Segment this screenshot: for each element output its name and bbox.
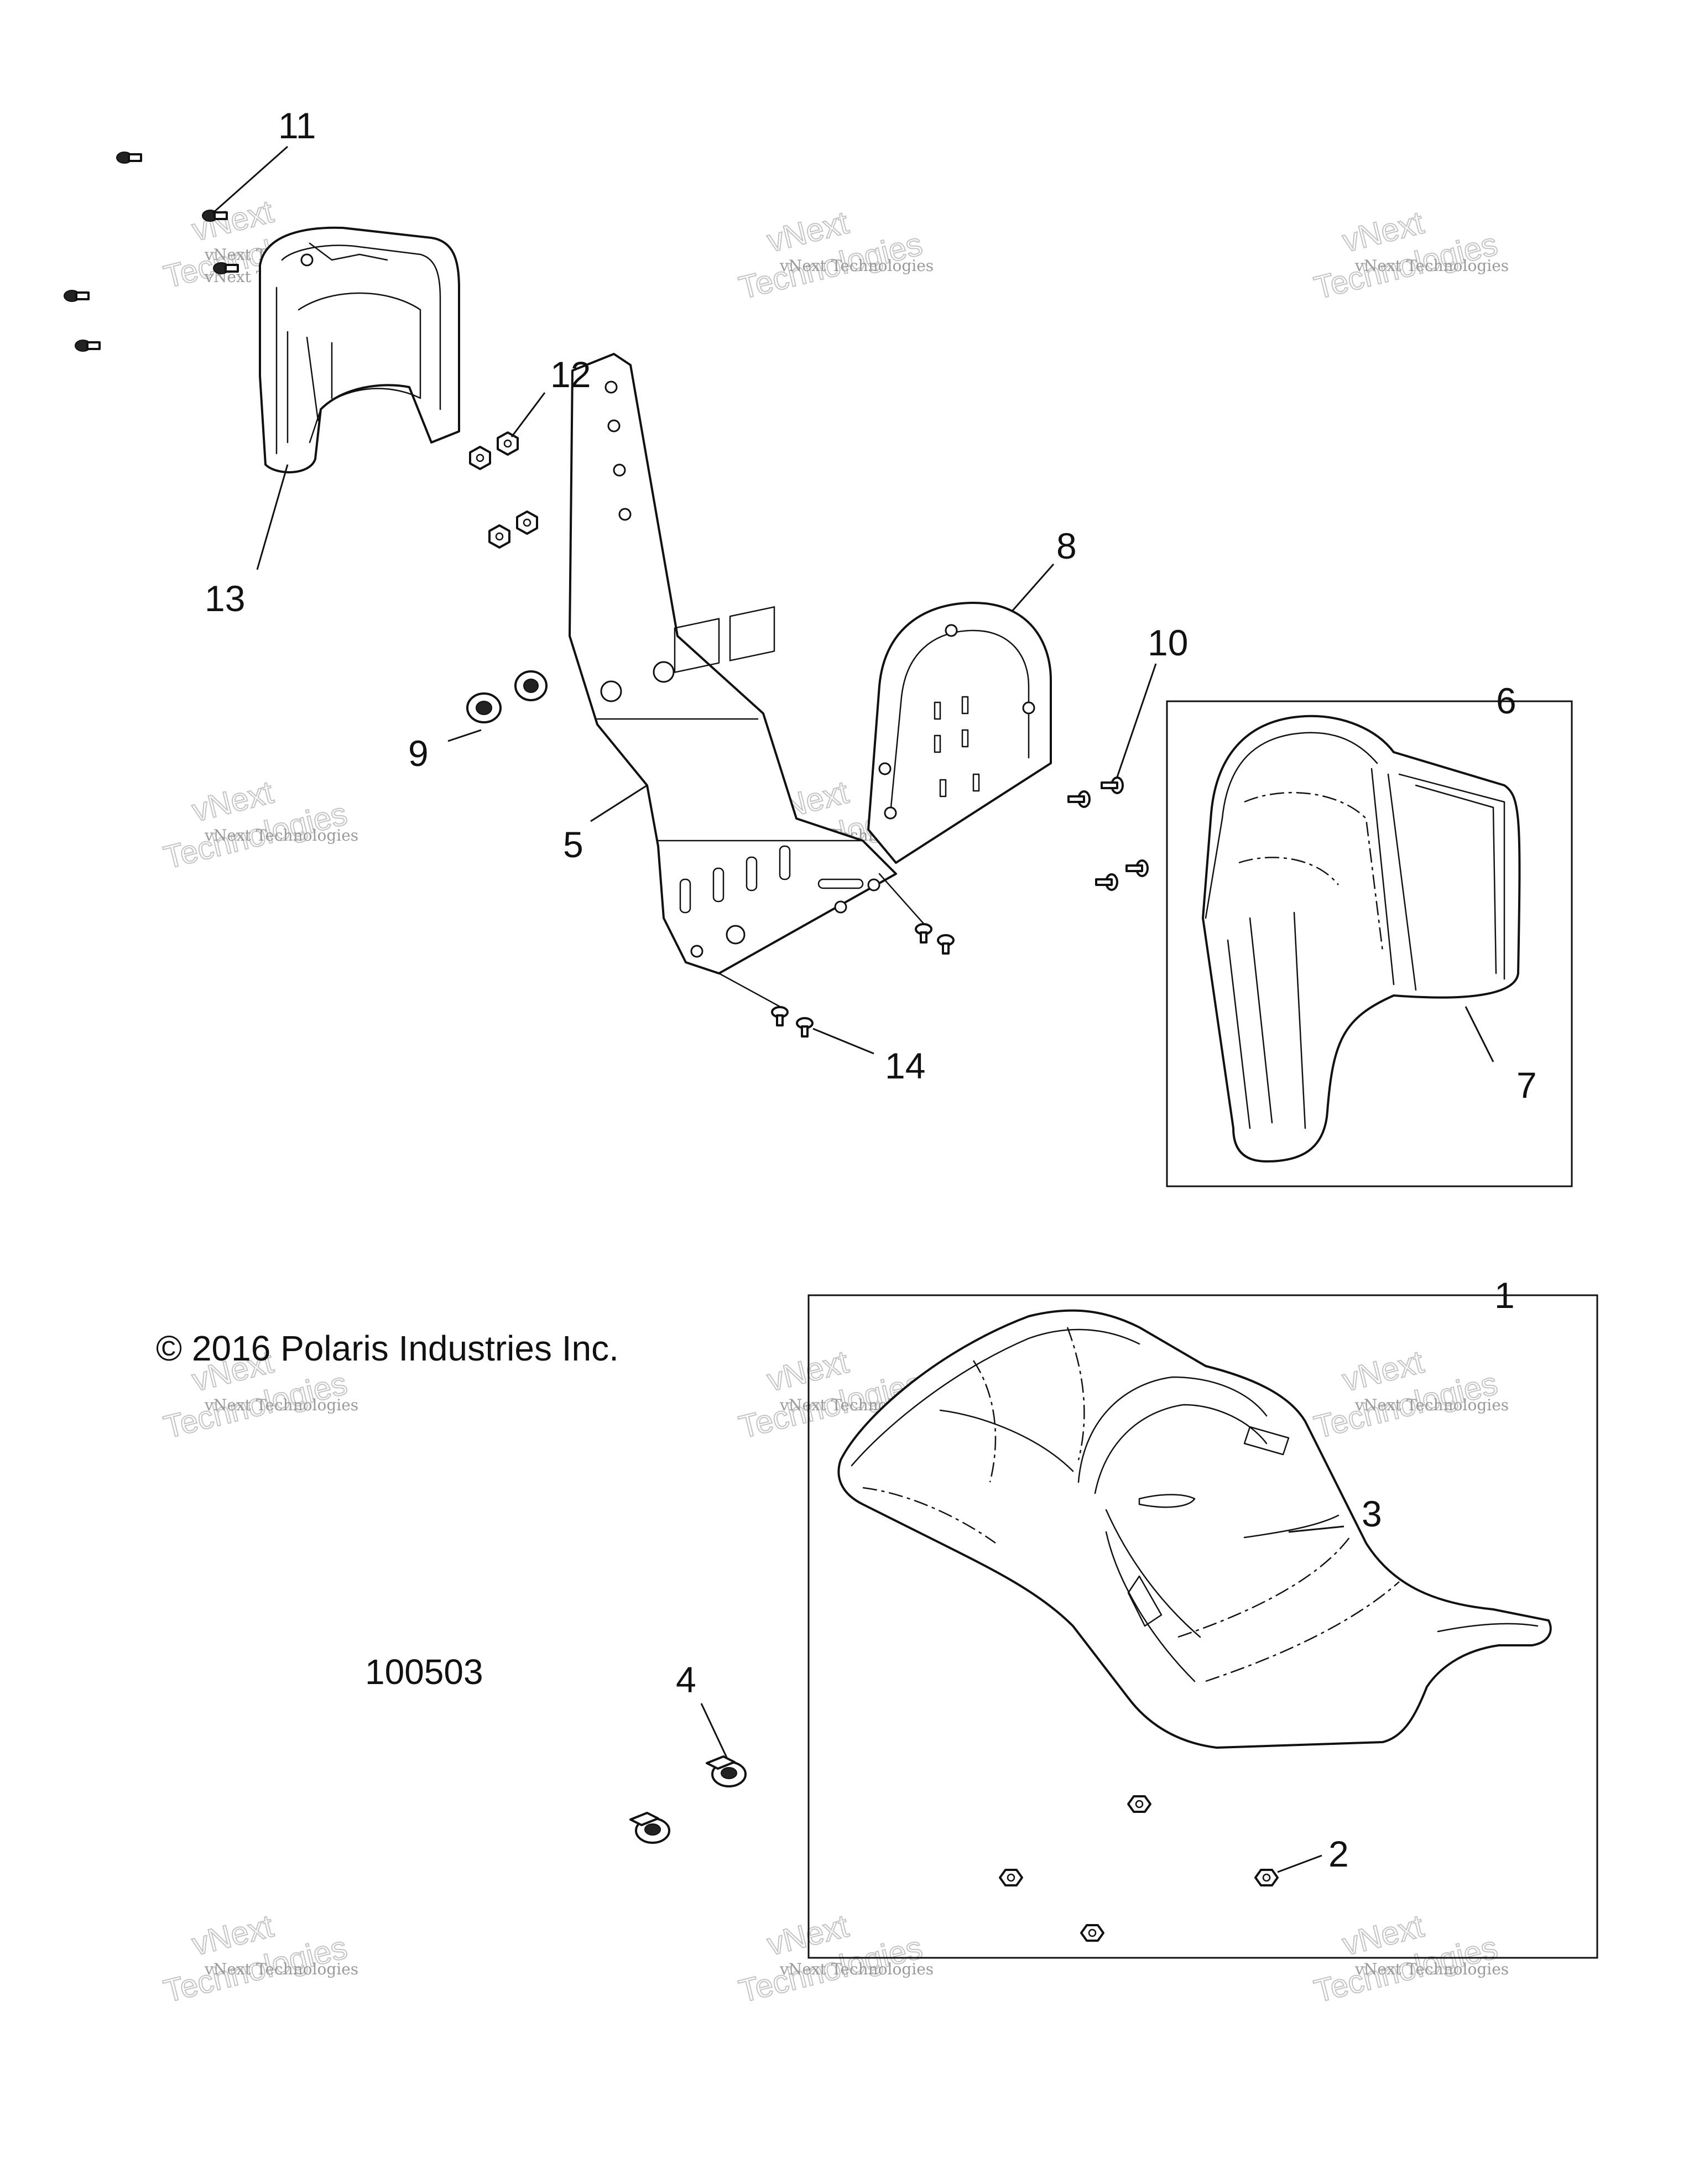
part-12-nuts (469, 431, 538, 549)
callout-12: 12 (550, 354, 591, 395)
callout-7: 7 (1516, 1065, 1537, 1106)
watermark: vNext Technologies vNext Technologies (160, 774, 358, 877)
part-2-nuts (999, 1795, 1279, 1942)
part-9-grommets (466, 670, 548, 723)
part-10-screws (1067, 776, 1149, 891)
watermark: vNext Technologies vNext Technologies (735, 1907, 934, 2010)
svg-text:vNext Technologies: vNext Technologies (204, 826, 358, 845)
svg-text:vNext Technologies: vNext Technologies (779, 1960, 934, 1978)
leader-lines (212, 145, 1597, 1873)
callout-5: 5 (563, 824, 583, 865)
callout-6: 6 (1496, 680, 1516, 721)
part-6-backrest-pad (1202, 715, 1521, 1163)
svg-text:vNext Technologies: vNext Technologies (779, 257, 934, 275)
part-5-bracket (569, 353, 897, 974)
svg-text:vNext Technologies: vNext Technologies (1354, 1396, 1509, 1414)
watermark: vNext Technologies vNext Technologies (1310, 1343, 1509, 1446)
svg-text:vNext Technologies: vNext Technologies (1354, 257, 1509, 275)
svg-text:vNext Technologies: vNext Technologies (204, 1960, 358, 1978)
callout-4: 4 (676, 1659, 696, 1700)
watermark: vNext Technologies vNext Technologies (160, 1907, 358, 2010)
watermark: vNext Technologies vNext Technologies (1310, 204, 1509, 307)
part-11-screws (64, 152, 239, 352)
part-3-seat (837, 1309, 1552, 1749)
svg-text:vNext Technologies: vNext Technologies (1354, 1960, 1509, 1978)
callout-9: 9 (408, 733, 429, 774)
watermark: vNext Technologies vNext Technologies (1310, 1907, 1509, 2010)
callout-2: 2 (1328, 1833, 1349, 1874)
part-4-clips (629, 1755, 747, 1844)
part-8-backrest-plate (867, 602, 1052, 864)
part-6-box (1166, 700, 1573, 1187)
svg-text:vNext Technologies: vNext Technologies (204, 1396, 358, 1414)
callout-3: 3 (1362, 1493, 1382, 1534)
callout-10: 10 (1148, 622, 1188, 663)
callout-13: 13 (205, 578, 245, 619)
callout-8: 8 (1056, 525, 1077, 566)
callout-labels: 11 12 13 8 10 6 9 5 14 7 1 3 4 2 (205, 105, 1537, 1874)
copyright-text: © 2016 Polaris Industries Inc. (156, 1328, 619, 1368)
callout-1: 1 (1494, 1275, 1515, 1316)
callout-11: 11 (278, 105, 316, 146)
part-13-backrest-shell (259, 226, 460, 473)
part-14-screws (718, 873, 955, 1038)
document-number: 100503 (365, 1652, 483, 1692)
watermark: vNext Technologies vNext Technologies (735, 204, 934, 307)
callout-14: 14 (885, 1045, 925, 1086)
part-1-box (807, 1294, 1598, 1959)
